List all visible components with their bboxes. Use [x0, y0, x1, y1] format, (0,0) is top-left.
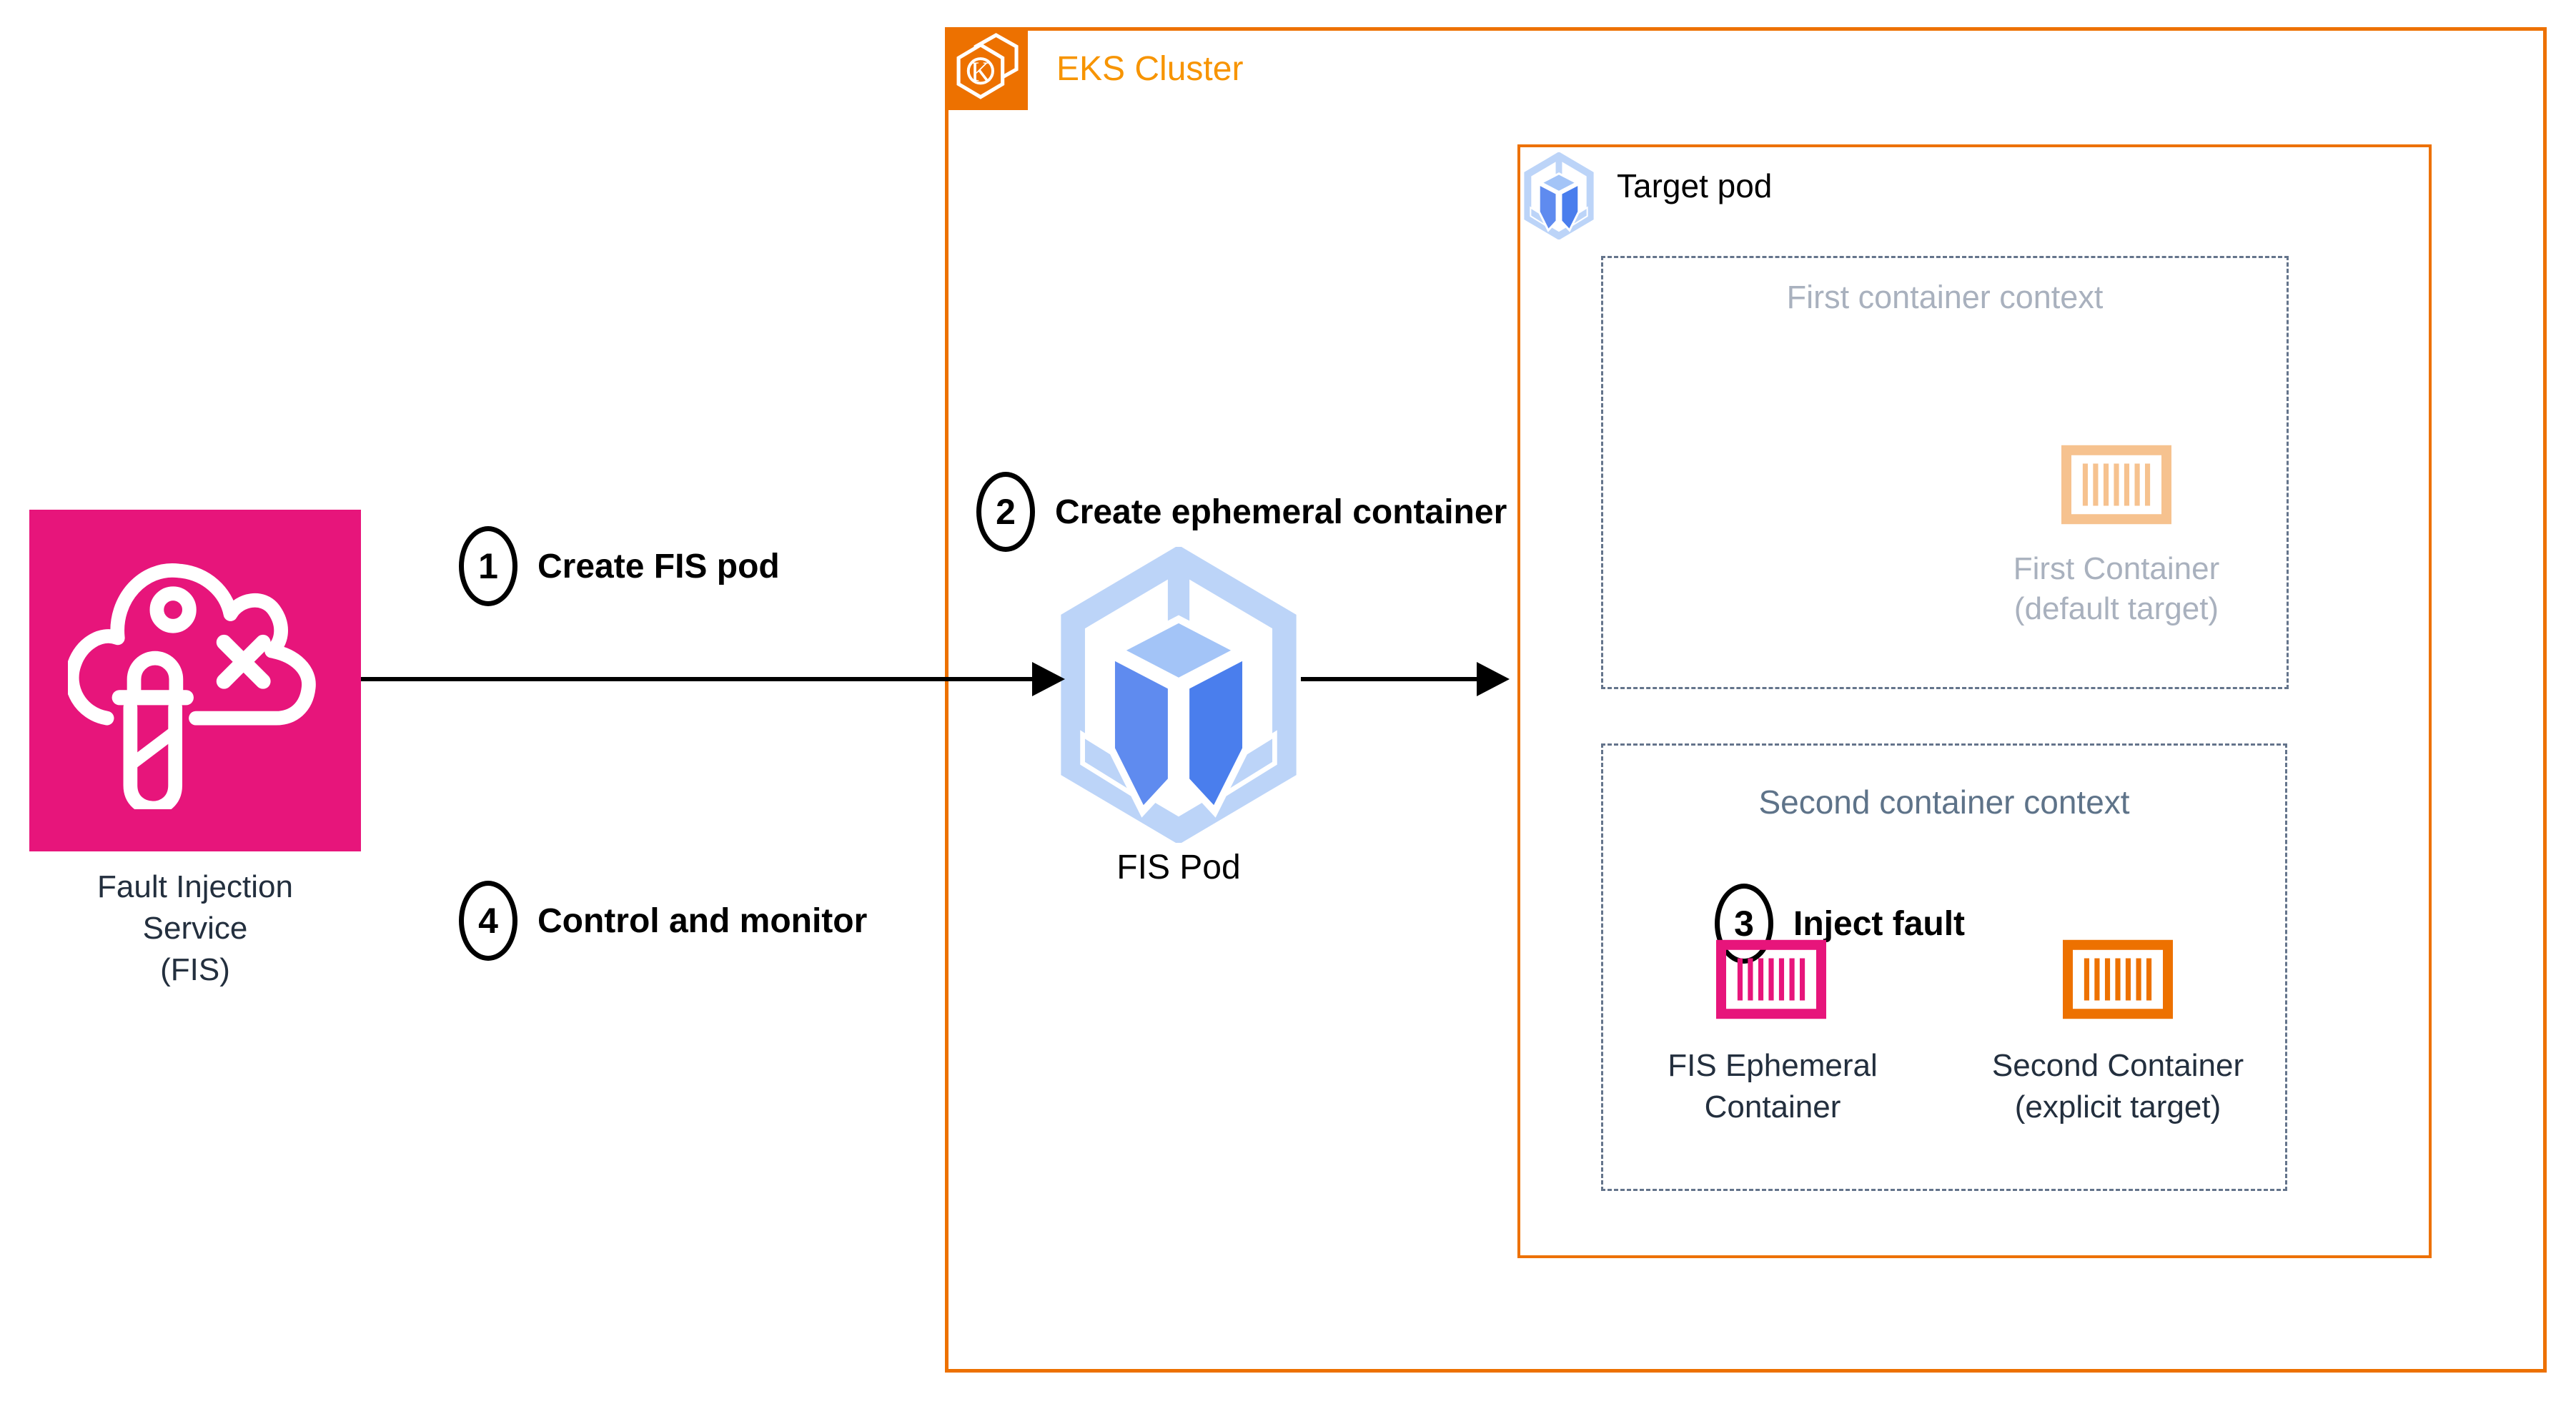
- arrow-pod-to-target: [1301, 677, 1480, 681]
- arrow-fis-to-pod: [361, 677, 1034, 681]
- eks-cluster-title: EKS Cluster: [1056, 50, 1244, 88]
- step-4-badge: 4: [459, 881, 517, 961]
- second-container-icon: [2062, 939, 2174, 1019]
- step-4: 4 Control and monitor: [459, 881, 867, 961]
- arrow-pod-to-target-head: [1477, 662, 1510, 696]
- first-container-context-box: [1601, 256, 2289, 689]
- step-4-label: Control and monitor: [538, 901, 868, 940]
- step-3: 3 Inject fault: [1715, 884, 1965, 964]
- step-1-number: 1: [478, 546, 498, 586]
- first-container-label: First Container (default target): [1938, 549, 2295, 629]
- first-container-icon: [2061, 445, 2172, 525]
- fault-injection-cloud-icon: [64, 545, 328, 816]
- step-3-badge: 3: [1715, 884, 1773, 964]
- second-container-label: Second Container (explicit target): [1938, 1045, 2298, 1128]
- fis-ephemeral-container-label: FIS Ephemeral Container: [1627, 1045, 1918, 1128]
- step-1: 1 Create FIS pod: [459, 526, 780, 606]
- second-container-label-line2: (explicit target): [2014, 1089, 2221, 1124]
- eks-icon-letter: K: [971, 56, 991, 87]
- step-4-number: 4: [478, 901, 498, 941]
- step-3-label: Inject fault: [1793, 904, 1966, 943]
- kubernetes-pod-icon: [1522, 152, 1595, 239]
- step-1-label: Create FIS pod: [538, 547, 780, 585]
- target-pod-box: [1517, 144, 2432, 1258]
- first-container-label-line1: First Container: [2013, 551, 2220, 586]
- step-2-number: 2: [996, 492, 1016, 532]
- step-1-badge: 1: [459, 526, 517, 606]
- first-container-context-title: First container context: [1786, 279, 2104, 315]
- fis-ephemeral-container-label-line1: FIS Ephemeral: [1668, 1048, 1878, 1083]
- first-container-label-line2: (default target): [2013, 591, 2219, 626]
- fis-label-line1: Fault Injection: [97, 869, 293, 904]
- arrow-fis-to-pod-head: [1032, 662, 1065, 696]
- eks-icon: K: [946, 29, 1028, 110]
- target-pod-label: Target pod: [1617, 167, 1773, 204]
- fis-label-line2: Service: [142, 911, 248, 946]
- second-container-label-line1: Second Container: [1991, 1048, 2244, 1083]
- fis-ephemeral-container-label-line2: Container: [1704, 1089, 1841, 1124]
- fault-injection-service-label: Fault Injection Service (FIS): [16, 866, 374, 991]
- second-container-context-box: [1601, 743, 2287, 1191]
- fis-label-line3: (FIS): [160, 952, 230, 987]
- step-2: 2 Create ephemeral container: [976, 472, 1507, 552]
- step-2-badge: 2: [976, 472, 1035, 552]
- fis-pod-label: FIS Pod: [1116, 849, 1241, 886]
- step-3-number: 3: [1734, 904, 1754, 944]
- step-2-label: Create ephemeral container: [1055, 493, 1507, 531]
- fis-pod-icon: [1059, 547, 1299, 843]
- second-container-context-title: Second container context: [1758, 783, 2130, 821]
- fis-ephemeral-container-icon: [1715, 939, 1827, 1019]
